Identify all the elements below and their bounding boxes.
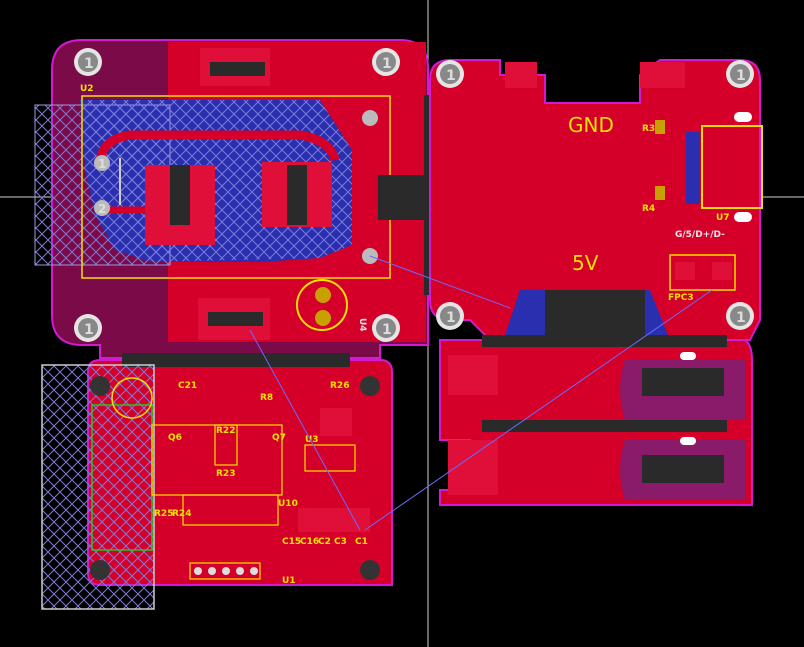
- pin-2-pad[interactable]: [94, 200, 110, 216]
- via-large-1: [362, 110, 378, 126]
- relay-contact-right: [287, 165, 307, 225]
- fpc3-label: FPC3: [668, 293, 694, 303]
- u10-outline[interactable]: [182, 494, 279, 526]
- mcu-header: [122, 353, 350, 367]
- ratsnest-3: [364, 289, 713, 531]
- regulator-body: [545, 290, 645, 340]
- pad-array-2: [448, 440, 498, 495]
- capacitor-pad-2: [315, 310, 331, 326]
- u4-label: U4: [357, 318, 367, 332]
- pin-1-pad[interactable]: [94, 155, 110, 171]
- fpc3-outline[interactable]: [669, 254, 736, 291]
- usb-signal-pins: [686, 132, 700, 204]
- header-strip-1: [482, 335, 727, 347]
- c21-label: C21: [178, 381, 197, 391]
- v5-label: 5V: [572, 251, 599, 275]
- u3-outline[interactable]: [304, 444, 356, 472]
- right-board[interactable]: GND 5V U7 R3 R4 G/5/D+/D- FPC3 1 1 1: [429, 59, 763, 341]
- r23-label: R23: [216, 469, 235, 479]
- right-top-pads-2[interactable]: [640, 62, 685, 88]
- u10-label: U10: [278, 499, 298, 509]
- ratsnest-1: [369, 255, 511, 309]
- svg-text:1: 1: [84, 322, 94, 338]
- buzzer-outline[interactable]: [111, 377, 153, 419]
- usb-shell-pad-1: [734, 112, 752, 122]
- usb-connector[interactable]: [701, 125, 763, 209]
- c3-label: C3: [334, 537, 347, 547]
- mounting-hole-tl[interactable]: 1: [74, 48, 102, 76]
- mcu-board[interactable]: Q6 Q7 R22 R23 R8 U3 U10 R25 R24 R26 C15 …: [41, 353, 393, 610]
- right-top-pads-1[interactable]: [505, 62, 537, 88]
- r25-label: R25: [154, 509, 173, 519]
- c15-label: C15: [282, 537, 301, 547]
- q7-label: Q7: [272, 433, 286, 443]
- mounting-hole-right-tr[interactable]: 1: [726, 60, 754, 88]
- lower-right-board[interactable]: [439, 335, 753, 506]
- pad-array-1: [448, 355, 498, 395]
- capacitor-row: [298, 508, 370, 532]
- mounting-hole-br[interactable]: 1: [372, 314, 400, 342]
- r4-label: R4: [642, 204, 655, 214]
- svg-text:1: 1: [382, 56, 392, 72]
- u3-label: U3: [305, 435, 319, 445]
- mcu-mounting-hole-tl[interactable]: [90, 376, 110, 396]
- q6-label: Q6: [168, 433, 182, 443]
- svg-text:1: 1: [736, 68, 746, 84]
- capacitor-outline[interactable]: [296, 279, 348, 331]
- u2-label: U2: [80, 84, 94, 94]
- r22-outline[interactable]: [214, 424, 238, 466]
- svg-text:1: 1: [382, 322, 392, 338]
- capacitor-pad-1: [315, 287, 331, 303]
- terminal-1-body[interactable]: [642, 368, 724, 396]
- mounting-hole-tr[interactable]: 1: [372, 48, 400, 76]
- left-board[interactable]: U2 U4 1 2 1 1: [34, 39, 429, 359]
- mcu-mounting-hole-br[interactable]: [360, 560, 380, 580]
- svg-text:1: 1: [446, 68, 456, 84]
- r26-label: R26: [330, 381, 349, 391]
- mcu-mounting-hole-bl[interactable]: [90, 560, 110, 580]
- r3-pad[interactable]: [655, 120, 665, 134]
- pad-white-1: [680, 352, 696, 360]
- terminal-2-body[interactable]: [642, 455, 724, 483]
- header-strip-2: [482, 420, 727, 432]
- gnd-label: GND: [568, 113, 614, 137]
- mcu-mounting-hole-tr[interactable]: [360, 376, 380, 396]
- ratsnest-2: [249, 329, 361, 531]
- connector-top-body: [210, 62, 265, 76]
- mounting-hole-right-tl[interactable]: 1: [436, 60, 464, 88]
- connector-bottom-body: [208, 312, 263, 326]
- c1-label: C1: [355, 537, 368, 547]
- u1-label: U1: [282, 576, 296, 586]
- header-5pin[interactable]: [189, 562, 261, 580]
- c16-label: C16: [300, 537, 319, 547]
- usb-shell-pad-2: [734, 212, 752, 222]
- u3-pad: [320, 408, 352, 436]
- pin-2-label: 2: [98, 202, 106, 216]
- mounting-hole-right-br[interactable]: 1: [726, 302, 754, 330]
- relay-contact-left: [170, 165, 190, 225]
- r8-label: R8: [260, 393, 273, 403]
- svg-text:1: 1: [84, 56, 94, 72]
- trace-1: [95, 130, 340, 166]
- r24-label: R24: [172, 509, 191, 519]
- pad-white-2: [680, 437, 696, 445]
- usb-pins-label: G/5/D+/D-: [675, 230, 725, 240]
- svg-text:1: 1: [736, 310, 746, 326]
- u7-label: U7: [716, 213, 730, 223]
- fpc3-pad-1: [675, 262, 695, 280]
- mounting-hole-right-bl[interactable]: 1: [436, 302, 464, 330]
- svg-text:1: 1: [446, 310, 456, 326]
- r3-label: R3: [642, 124, 655, 134]
- r22-label: R22: [216, 426, 235, 436]
- c2-label: C2: [318, 537, 331, 547]
- r4-pad[interactable]: [655, 186, 665, 200]
- fpc3-pad-2: [712, 262, 732, 280]
- mounting-hole-bl[interactable]: 1: [74, 314, 102, 342]
- pin-1-label: 1: [98, 157, 106, 171]
